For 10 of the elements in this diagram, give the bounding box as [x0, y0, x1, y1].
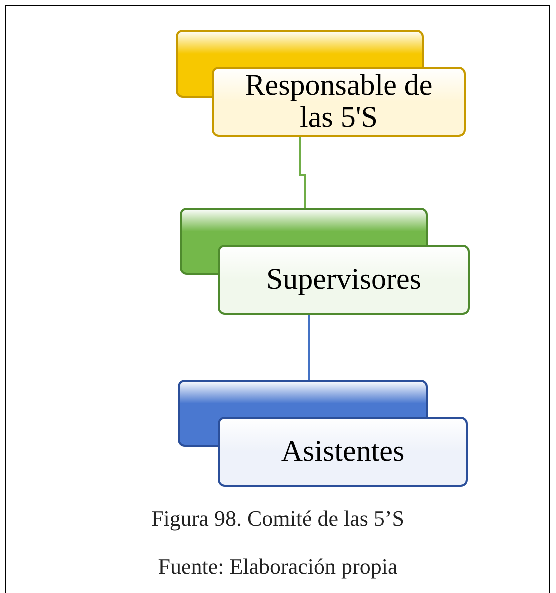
stacked-box	[180, 208, 470, 315]
figure-caption: Figura 98. Comité de las 5’S	[150, 506, 406, 532]
box-label: Supervisores	[266, 262, 422, 298]
stacked-box	[178, 380, 468, 487]
connector-line	[308, 315, 310, 380]
box-label: Responsable de las 5'S	[244, 70, 434, 134]
connector-line	[299, 137, 306, 208]
stacked-box	[176, 30, 466, 137]
box-label: Asistentes	[280, 434, 406, 470]
source-note: Fuente: Elaboración propia	[157, 554, 399, 580]
